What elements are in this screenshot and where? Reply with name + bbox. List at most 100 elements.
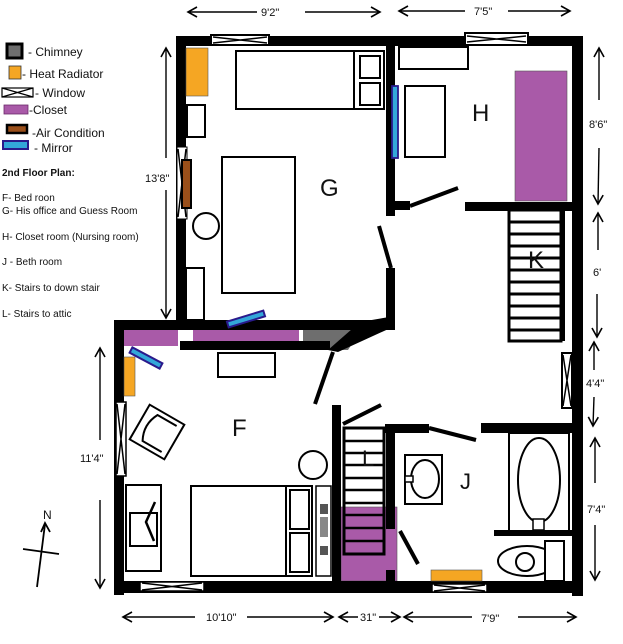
- nightstand-g: [186, 104, 206, 138]
- room-label-f: F: [232, 415, 247, 442]
- chimney-swatch-icon: [5, 42, 24, 60]
- dresser-f: [217, 352, 276, 378]
- room-key: 2nd Floor Plan: F- Bed roon G- His offic…: [2, 168, 139, 320]
- wall-f-closet-bottom: [180, 341, 330, 350]
- dresser-h: [404, 85, 446, 158]
- mirrors: [128, 85, 399, 370]
- legend-closet-label: -Closet: [29, 103, 68, 117]
- room-label-j: J: [460, 469, 471, 494]
- room-label-g: G: [320, 175, 339, 202]
- dim-top-left: 9'2": [261, 7, 279, 19]
- dim-bottom-mid: 31": [360, 612, 376, 624]
- window-swatch-icon: [1, 87, 34, 98]
- wall-f-top: [114, 320, 374, 330]
- room-key-k: K- Stairs to down stair: [2, 283, 100, 294]
- stairs-k: [507, 208, 565, 343]
- mirror-f: [128, 346, 164, 370]
- wall-g-h-upper: [386, 40, 395, 216]
- mirror-h: [391, 85, 399, 159]
- stairs-l: [342, 426, 386, 556]
- toilet-tank: [544, 540, 565, 582]
- window-g-top: [210, 34, 270, 46]
- desk-f-chair: [144, 501, 157, 542]
- wall-j-top-left: [385, 424, 429, 433]
- window-h-top: [464, 32, 529, 46]
- bathroom-fixtures: [404, 432, 570, 582]
- furniture: [125, 46, 469, 577]
- closet-h: [514, 70, 568, 202]
- room-label-k: K: [528, 247, 544, 274]
- door-g: [377, 225, 393, 269]
- window-f-bottom: [139, 581, 205, 592]
- dim-right-2: 6': [593, 267, 601, 279]
- sink-basin: [410, 459, 440, 499]
- heat-radiator-j: [430, 569, 483, 582]
- wall-h-bottom-right: [465, 202, 575, 211]
- window-right: [561, 352, 573, 409]
- compass-north-label: N: [43, 508, 52, 522]
- dim-left-lower: 11'4": [80, 453, 104, 465]
- dim-bottom-right: 7'9": [481, 613, 499, 625]
- wall-l-right-stub: [386, 570, 395, 584]
- room-label-h: H: [472, 100, 489, 127]
- bed-f-pillow-1: [289, 489, 310, 530]
- nightstand-f-lamp: [320, 504, 328, 555]
- window-j-bottom: [431, 583, 488, 593]
- door-h: [409, 186, 459, 208]
- heat-radiator-f: [123, 356, 136, 397]
- room-key-f: F- Bed roon: [2, 193, 55, 204]
- mirror-g-bottom: [225, 309, 267, 329]
- wall-h-bottom-left: [395, 201, 410, 210]
- dim-right-4: 7'4": [587, 504, 605, 516]
- dimension-lines: [94, 5, 605, 623]
- air-condition-swatch-icon: [5, 123, 29, 135]
- window-f-left: [115, 401, 127, 477]
- dim-left-upper: 13'8": [145, 173, 169, 185]
- room-key-h: H- Closet room (Nursing room): [2, 232, 139, 243]
- side-table-f: [298, 450, 328, 480]
- air-conditioner: [181, 159, 192, 209]
- room-key-l: L- Stairs to attic: [2, 309, 71, 320]
- bed-g-pillow-2: [359, 82, 381, 106]
- heat-radiator-swatch-icon: [8, 65, 22, 80]
- legend-heat-radiator-label: - Heat Radiator: [22, 67, 103, 81]
- heat-radiators: [123, 47, 483, 582]
- closets: [123, 70, 568, 582]
- chair-g: [192, 212, 220, 240]
- desk-f-monitor: [129, 512, 158, 547]
- closet-swatch-icon: [3, 104, 29, 115]
- dim-bottom-left: 10'10": [206, 612, 237, 624]
- plan-title: 2nd Floor Plan:: [2, 168, 75, 179]
- cabinet-g: [185, 267, 205, 321]
- toilet-seat: [515, 552, 535, 572]
- legend: - Chimney - Heat Radiator - Window -Clos…: [1, 42, 105, 155]
- desk-g: [221, 156, 296, 294]
- door-l: [342, 403, 382, 426]
- wall-top: [176, 36, 583, 46]
- room-label-l: L: [362, 446, 374, 471]
- bathtub-basin: [517, 437, 561, 523]
- room-key-g: G- His office and Guess Room: [2, 206, 137, 217]
- door-closet-l: [398, 530, 420, 565]
- mirror-swatch-icon: [2, 140, 29, 150]
- wall-g-lower: [386, 268, 395, 330]
- wall-l-left: [332, 405, 341, 583]
- heat-radiator-g: [185, 47, 209, 97]
- legend-chimney-label: - Chimney: [28, 45, 83, 59]
- shelf-h: [398, 46, 469, 70]
- door-j: [428, 426, 477, 442]
- dim-right-1: 8'6": [589, 119, 607, 131]
- room-key-j: J - Beth room: [2, 257, 62, 268]
- wall-j-top-right: [481, 423, 576, 433]
- armchair-f: [128, 403, 186, 461]
- sink-faucet: [404, 475, 414, 483]
- legend-mirror-label: - Mirror: [34, 141, 73, 155]
- dim-right-3: 4'4": [586, 378, 604, 390]
- bed-g-pillow-1: [359, 55, 381, 79]
- door-f: [313, 351, 335, 405]
- dim-top-right: 7'5": [474, 6, 492, 18]
- bathtub-drain: [532, 518, 545, 531]
- wall-tub-bottom: [494, 530, 576, 536]
- wall-l-right: [386, 424, 395, 529]
